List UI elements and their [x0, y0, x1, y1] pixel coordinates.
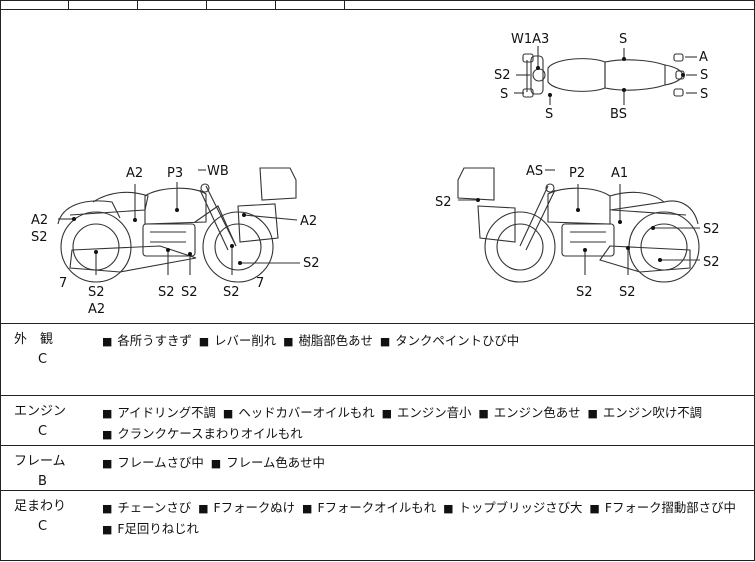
top-view-motorcycle: [522, 53, 685, 98]
left-label-s2-bottom1: S2: [88, 285, 105, 300]
top-label-s-right2: S: [700, 87, 708, 102]
left-label-s2-rear: S2: [31, 230, 48, 245]
section-exterior-name: 外 観: [14, 332, 54, 347]
right-label-s2-bottom1: S2: [576, 285, 593, 300]
section-engine-grade: C: [38, 424, 48, 439]
section-engine-line-2: クランクケースまわりオイルもれ: [102, 424, 750, 445]
section-engine-items: アイドリング不調ヘッドカバーオイルもれエンジン音小エンジン色あせエンジン吹け不調…: [102, 403, 750, 445]
top-label-s2: S2: [494, 68, 511, 83]
section-frame-items: フレームさび中フレーム色あせ中: [102, 453, 750, 474]
list-item: アイドリング不調: [102, 405, 216, 420]
motorcycle-diagram-svg: W1A3 S A S2 S S S S BS A2 P3 WB A2 S2 A2…: [31, 32, 720, 317]
left-label-seven-right: 7: [256, 276, 264, 291]
section-suspension-line-1: チェーンさび Fフォークぬけ Fフォークオイルもれトップブリッジさび大 Fフォーク摺動…: [102, 498, 750, 519]
top-label-s-bottom: S: [545, 107, 553, 122]
section-suspension-items: チェーンさび Fフォークぬけ Fフォークオイルもれトップブリッジさび大 Fフォーク摺動…: [102, 498, 750, 540]
section-suspension-grade: C: [38, 519, 48, 534]
section-frame-name: フレーム: [14, 454, 66, 469]
section-suspension-name: 足まわり: [14, 499, 67, 514]
section-engine: エンジン C アイドリング不調ヘッドカバーオイルもれエンジン音小エンジン色あせエ…: [0, 395, 755, 446]
section-suspension: 足まわり C チェーンさび Fフォークぬけ Fフォークオイルもれトップブリッジさび大…: [0, 490, 755, 562]
section-exterior-grade: C: [38, 352, 48, 367]
top-label-bs: BS: [610, 107, 627, 122]
right-label-s2-right1: S2: [703, 222, 720, 237]
list-item: チェーンさび: [102, 500, 191, 515]
list-item: トップブリッジさび大: [443, 500, 582, 515]
damage-markers: [72, 57, 685, 265]
section-engine-name: エンジン: [14, 404, 67, 419]
list-item: フレーム色あせ中: [211, 455, 325, 470]
left-label-seven-left: 7: [59, 276, 67, 291]
section-exterior-header: 外 観 C: [14, 331, 94, 369]
list-item: Fフォークぬけ: [198, 500, 295, 515]
right-view-motorcycle: [457, 167, 700, 283]
section-frame-grade: B: [38, 474, 47, 489]
list-item: エンジン吹け不調: [588, 405, 703, 420]
top-table-strip: [0, 0, 755, 10]
list-item: レバー削れ: [199, 333, 276, 348]
damage-diagram: W1A3 S A S2 S S S S BS A2 P3 WB A2 S2 A2…: [0, 10, 755, 323]
left-label-a2-tank: A2: [126, 166, 143, 181]
list-item: フレームさび中: [102, 455, 204, 470]
list-item: 樹脂部色あせ: [283, 333, 373, 348]
right-label-p2: P2: [569, 166, 585, 181]
left-label-a2-bottom: A2: [88, 302, 105, 317]
section-suspension-header: 足まわり C: [14, 498, 94, 536]
top-label-s-top: S: [619, 32, 627, 47]
section-suspension-line-2: F足回りねじれ: [102, 519, 750, 540]
list-item: Fフォーク摺動部さび中: [589, 500, 735, 515]
left-view-motorcycle: [57, 167, 297, 283]
list-item: エンジン音小: [382, 405, 472, 420]
section-engine-header: エンジン C: [14, 403, 94, 441]
list-item: エンジン色あせ: [478, 405, 580, 420]
left-label-wb: WB: [207, 164, 229, 179]
left-label-a2-front: A2: [300, 214, 317, 229]
left-label-p3: P3: [167, 166, 183, 181]
list-item: Fフォークオイルもれ: [302, 500, 436, 515]
left-label-a2-rear: A2: [31, 213, 48, 228]
right-label-s2-bottom2: S2: [619, 285, 636, 300]
section-frame-header: フレーム B: [14, 453, 94, 491]
right-label-as: AS: [526, 164, 543, 179]
section-exterior-line-1: 各所うすきずレバー削れ樹脂部色あせタンクペイントひび中: [102, 331, 750, 352]
list-item: 各所うすきず: [102, 333, 192, 348]
section-frame: フレーム B フレームさび中フレーム色あせ中: [0, 445, 755, 491]
top-label-w1a3: W1A3: [511, 32, 549, 47]
list-item: タンクペイントひび中: [380, 333, 519, 348]
list-item: クランクケースまわりオイルもれ: [102, 426, 303, 441]
right-label-s2-left: S2: [435, 195, 452, 210]
section-engine-line-1: アイドリング不調ヘッドカバーオイルもれエンジン音小エンジン色あせエンジン吹け不調: [102, 403, 750, 424]
right-label-a1: A1: [611, 166, 628, 181]
section-frame-line-1: フレームさび中フレーム色あせ中: [102, 453, 750, 474]
left-label-s2-front: S2: [303, 256, 320, 271]
left-label-s2-bottom4: S2: [223, 285, 240, 300]
top-label-s-left: S: [500, 87, 508, 102]
left-label-s2-bottom2: S2: [158, 285, 175, 300]
section-exterior: 外 観 C 各所うすきずレバー削れ樹脂部色あせタンクペイントひび中: [0, 323, 755, 396]
top-label-a: A: [699, 50, 708, 65]
left-label-s2-bottom3: S2: [181, 285, 198, 300]
section-exterior-items: 各所うすきずレバー削れ樹脂部色あせタンクペイントひび中: [102, 331, 750, 352]
list-item: ヘッドカバーオイルもれ: [223, 405, 375, 420]
right-label-s2-right2: S2: [703, 255, 720, 270]
top-label-s-right1: S: [700, 68, 708, 83]
list-item: F足回りねじれ: [102, 521, 199, 536]
